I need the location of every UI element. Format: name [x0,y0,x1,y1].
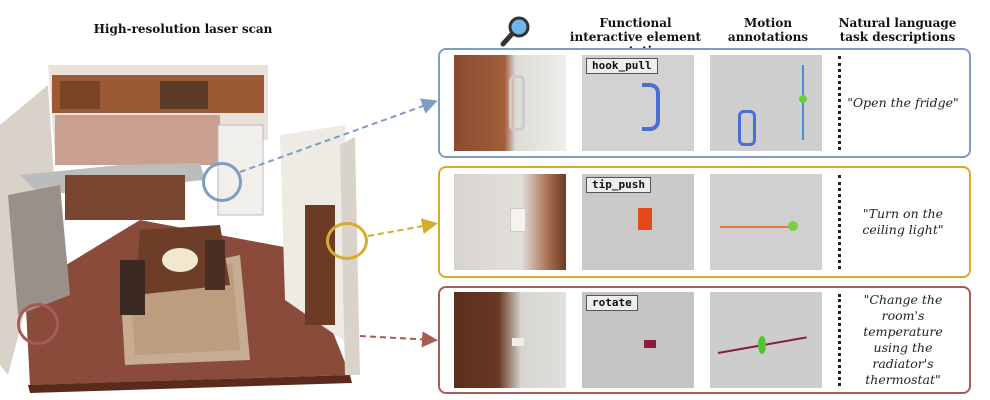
thermostat-arrow [359,331,438,348]
light-tag-label: tip_push [586,177,651,193]
fridge-handle-highlight [202,162,242,202]
task-descriptions-header: Natural language task descriptions [838,16,957,44]
light-task-text: "Turn on the ceiling light" [862,206,944,237]
thermostat-photo [454,292,566,388]
thermostat-separator [838,294,841,386]
row-panel-fridge: hook_pull "Open the fridge" [438,48,971,158]
row-panel-thermostat: rotate "Change the room's temperature us… [438,286,971,394]
light-arrow [367,218,438,237]
magnifying-glass-icon [498,14,532,48]
row-panel-light: tip_push "Turn on the ceiling light" [438,166,971,278]
fridge-photo [454,55,566,151]
fridge-tag-label: hook_pull [586,58,658,74]
light-functional-render: tip_push [582,174,694,270]
motion-annotations-header: Motion annotations [727,16,809,44]
thermostat-motion-render [710,292,822,388]
thermostat-functional-render: rotate [582,292,694,388]
scan-header: High-resolution laser scan [93,22,273,36]
fridge-task-text: "Open the fridge" [847,95,959,110]
laser-scan-image [0,45,430,395]
fridge-arrow [239,98,438,173]
fridge-motion-render [710,55,822,151]
thermostat-highlight [17,303,59,345]
light-photo [454,174,566,270]
thermostat-tag-label: rotate [586,295,638,311]
fridge-functional-render: hook_pull [582,55,694,151]
light-switch-highlight [326,222,368,260]
light-separator [838,175,841,269]
thermostat-task-text: "Change the room's temperature using the… [863,292,943,387]
light-motion-render [710,174,822,270]
fridge-separator [838,56,841,150]
